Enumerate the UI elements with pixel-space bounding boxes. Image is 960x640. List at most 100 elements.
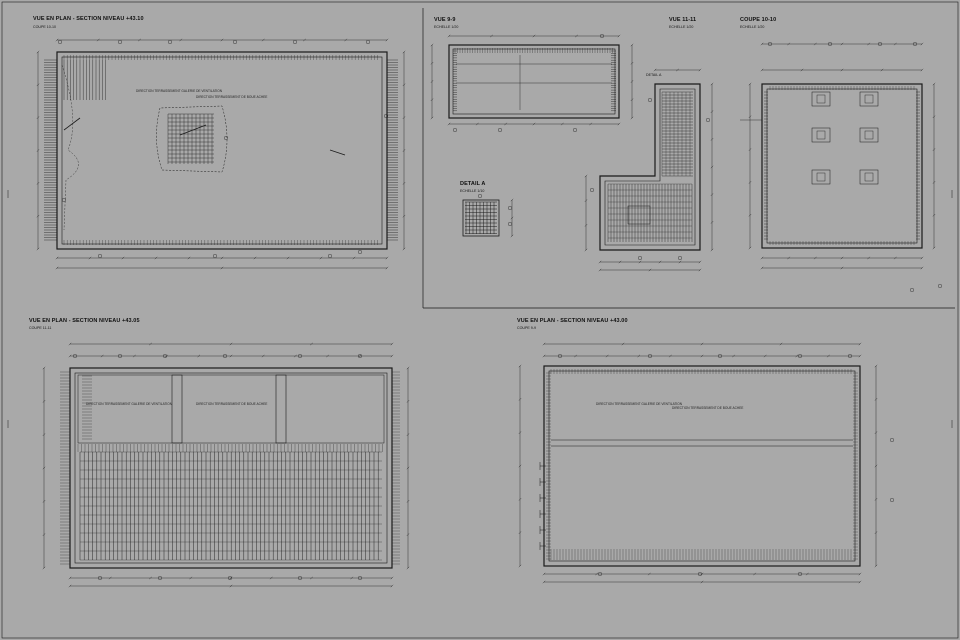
vue-9-9-view xyxy=(430,34,634,132)
dimension-tick xyxy=(294,354,297,358)
pile-cap xyxy=(859,91,879,107)
note-direction-5: DIRECTION TERRASSEMENT GALERIE DE VENTIL… xyxy=(596,402,683,406)
dimension-tick xyxy=(402,181,406,185)
dimension-tick xyxy=(698,68,702,72)
plan-4310-wall-outer xyxy=(56,51,388,250)
dimension-tick xyxy=(36,214,40,218)
dimension-tick xyxy=(352,256,356,260)
dimension-tick xyxy=(358,354,362,358)
dimension-tick xyxy=(36,50,40,54)
dimension-tick xyxy=(932,82,936,86)
vue-11-11-wall-outer xyxy=(599,83,701,251)
dimension-tick xyxy=(598,260,602,264)
dimension-tick xyxy=(42,566,46,570)
shaft-outline xyxy=(156,105,228,173)
dimension-tick xyxy=(658,260,662,264)
dimension-tick xyxy=(518,364,522,368)
pile-cap xyxy=(811,127,831,143)
title-vue-9-9: VUE 9-9 xyxy=(434,17,456,23)
dimension-tick xyxy=(598,268,602,272)
dimension-tick xyxy=(42,366,46,370)
dimension-tick xyxy=(406,533,410,537)
dimension-tick xyxy=(617,34,621,38)
dimension-tick xyxy=(748,82,752,86)
dimension-tick xyxy=(390,354,394,358)
dimension-tick xyxy=(189,576,193,580)
dimension-tick xyxy=(504,122,508,126)
ref-bubble xyxy=(890,498,895,503)
dimension-tick xyxy=(542,580,546,584)
ref-bubble xyxy=(598,572,603,577)
dimension-tick xyxy=(55,266,59,270)
ref-bubble xyxy=(453,127,458,132)
dimension-tick xyxy=(605,354,609,358)
dimension-tick xyxy=(753,572,757,576)
ref-bubble xyxy=(58,40,63,45)
plan-4310-view xyxy=(36,38,406,270)
pile xyxy=(864,130,874,140)
dimension-tick xyxy=(630,43,634,47)
pile xyxy=(864,94,874,104)
dimension-tick xyxy=(858,342,862,346)
scale-coupe-10-10: ECHELLE 1/20 xyxy=(740,25,765,29)
dimension-tick xyxy=(542,354,546,358)
pile-cap xyxy=(811,169,831,185)
direction-arrow xyxy=(329,149,346,156)
dimension-tick xyxy=(840,256,844,260)
dimension-tick xyxy=(760,266,764,270)
dimension-tick xyxy=(350,576,354,580)
dimension-tick xyxy=(858,580,862,584)
ref-bubble xyxy=(358,354,363,359)
ref-bubble xyxy=(558,354,563,359)
title-coupe-10-10: COUPE 10-10 xyxy=(740,17,777,23)
scale-vue-9-9: ECHELLE 1/20 xyxy=(434,25,459,29)
dimension-tick xyxy=(932,115,936,119)
dimension-tick xyxy=(920,68,924,72)
dimension-tick xyxy=(68,584,72,588)
dimension-tick xyxy=(310,576,313,580)
dimension-tick xyxy=(406,499,410,503)
pile-cap xyxy=(811,91,831,107)
dimension-tick xyxy=(532,122,536,126)
dimension-tick xyxy=(269,576,273,580)
dimension-tick xyxy=(698,268,702,272)
ref-bubble xyxy=(97,576,102,581)
dimension-tick xyxy=(874,564,878,568)
dimension-tick xyxy=(402,149,406,152)
dimension-tick xyxy=(617,122,621,126)
dimension-tick xyxy=(813,42,817,46)
dimension-tick xyxy=(621,342,625,346)
scale-plan-4310: COUPE 10-10 xyxy=(33,25,56,29)
dimension-tick xyxy=(589,122,593,126)
ref-bubble xyxy=(848,354,853,359)
dimension-tick xyxy=(867,256,871,260)
dimension-tick xyxy=(406,433,410,437)
dimension-tick xyxy=(574,354,577,358)
dimension-tick xyxy=(874,464,878,468)
dimension-tick xyxy=(36,116,40,120)
dimension-tick xyxy=(402,247,406,251)
ref-bubble xyxy=(913,42,918,47)
dimension-tick xyxy=(542,572,546,576)
dimension-tick xyxy=(748,181,752,184)
ref-bubble xyxy=(600,34,605,39)
ref-bubble xyxy=(938,284,943,289)
dimension-tick xyxy=(542,342,546,346)
dimension-tick xyxy=(800,68,804,72)
dimension-tick xyxy=(430,98,434,102)
ref-bubble xyxy=(648,354,653,359)
dimension-tick xyxy=(748,246,752,250)
ref-bubble xyxy=(718,354,723,359)
dimension-tick xyxy=(584,248,588,252)
gallery-zone xyxy=(77,374,385,444)
dimension-tick xyxy=(648,268,652,272)
dimension-tick xyxy=(406,366,410,370)
dimension-tick xyxy=(669,354,672,358)
dimension-tick xyxy=(220,38,224,42)
dimension-tick xyxy=(179,38,183,42)
dimension-tick xyxy=(760,256,764,260)
dimension-tick xyxy=(510,216,514,220)
